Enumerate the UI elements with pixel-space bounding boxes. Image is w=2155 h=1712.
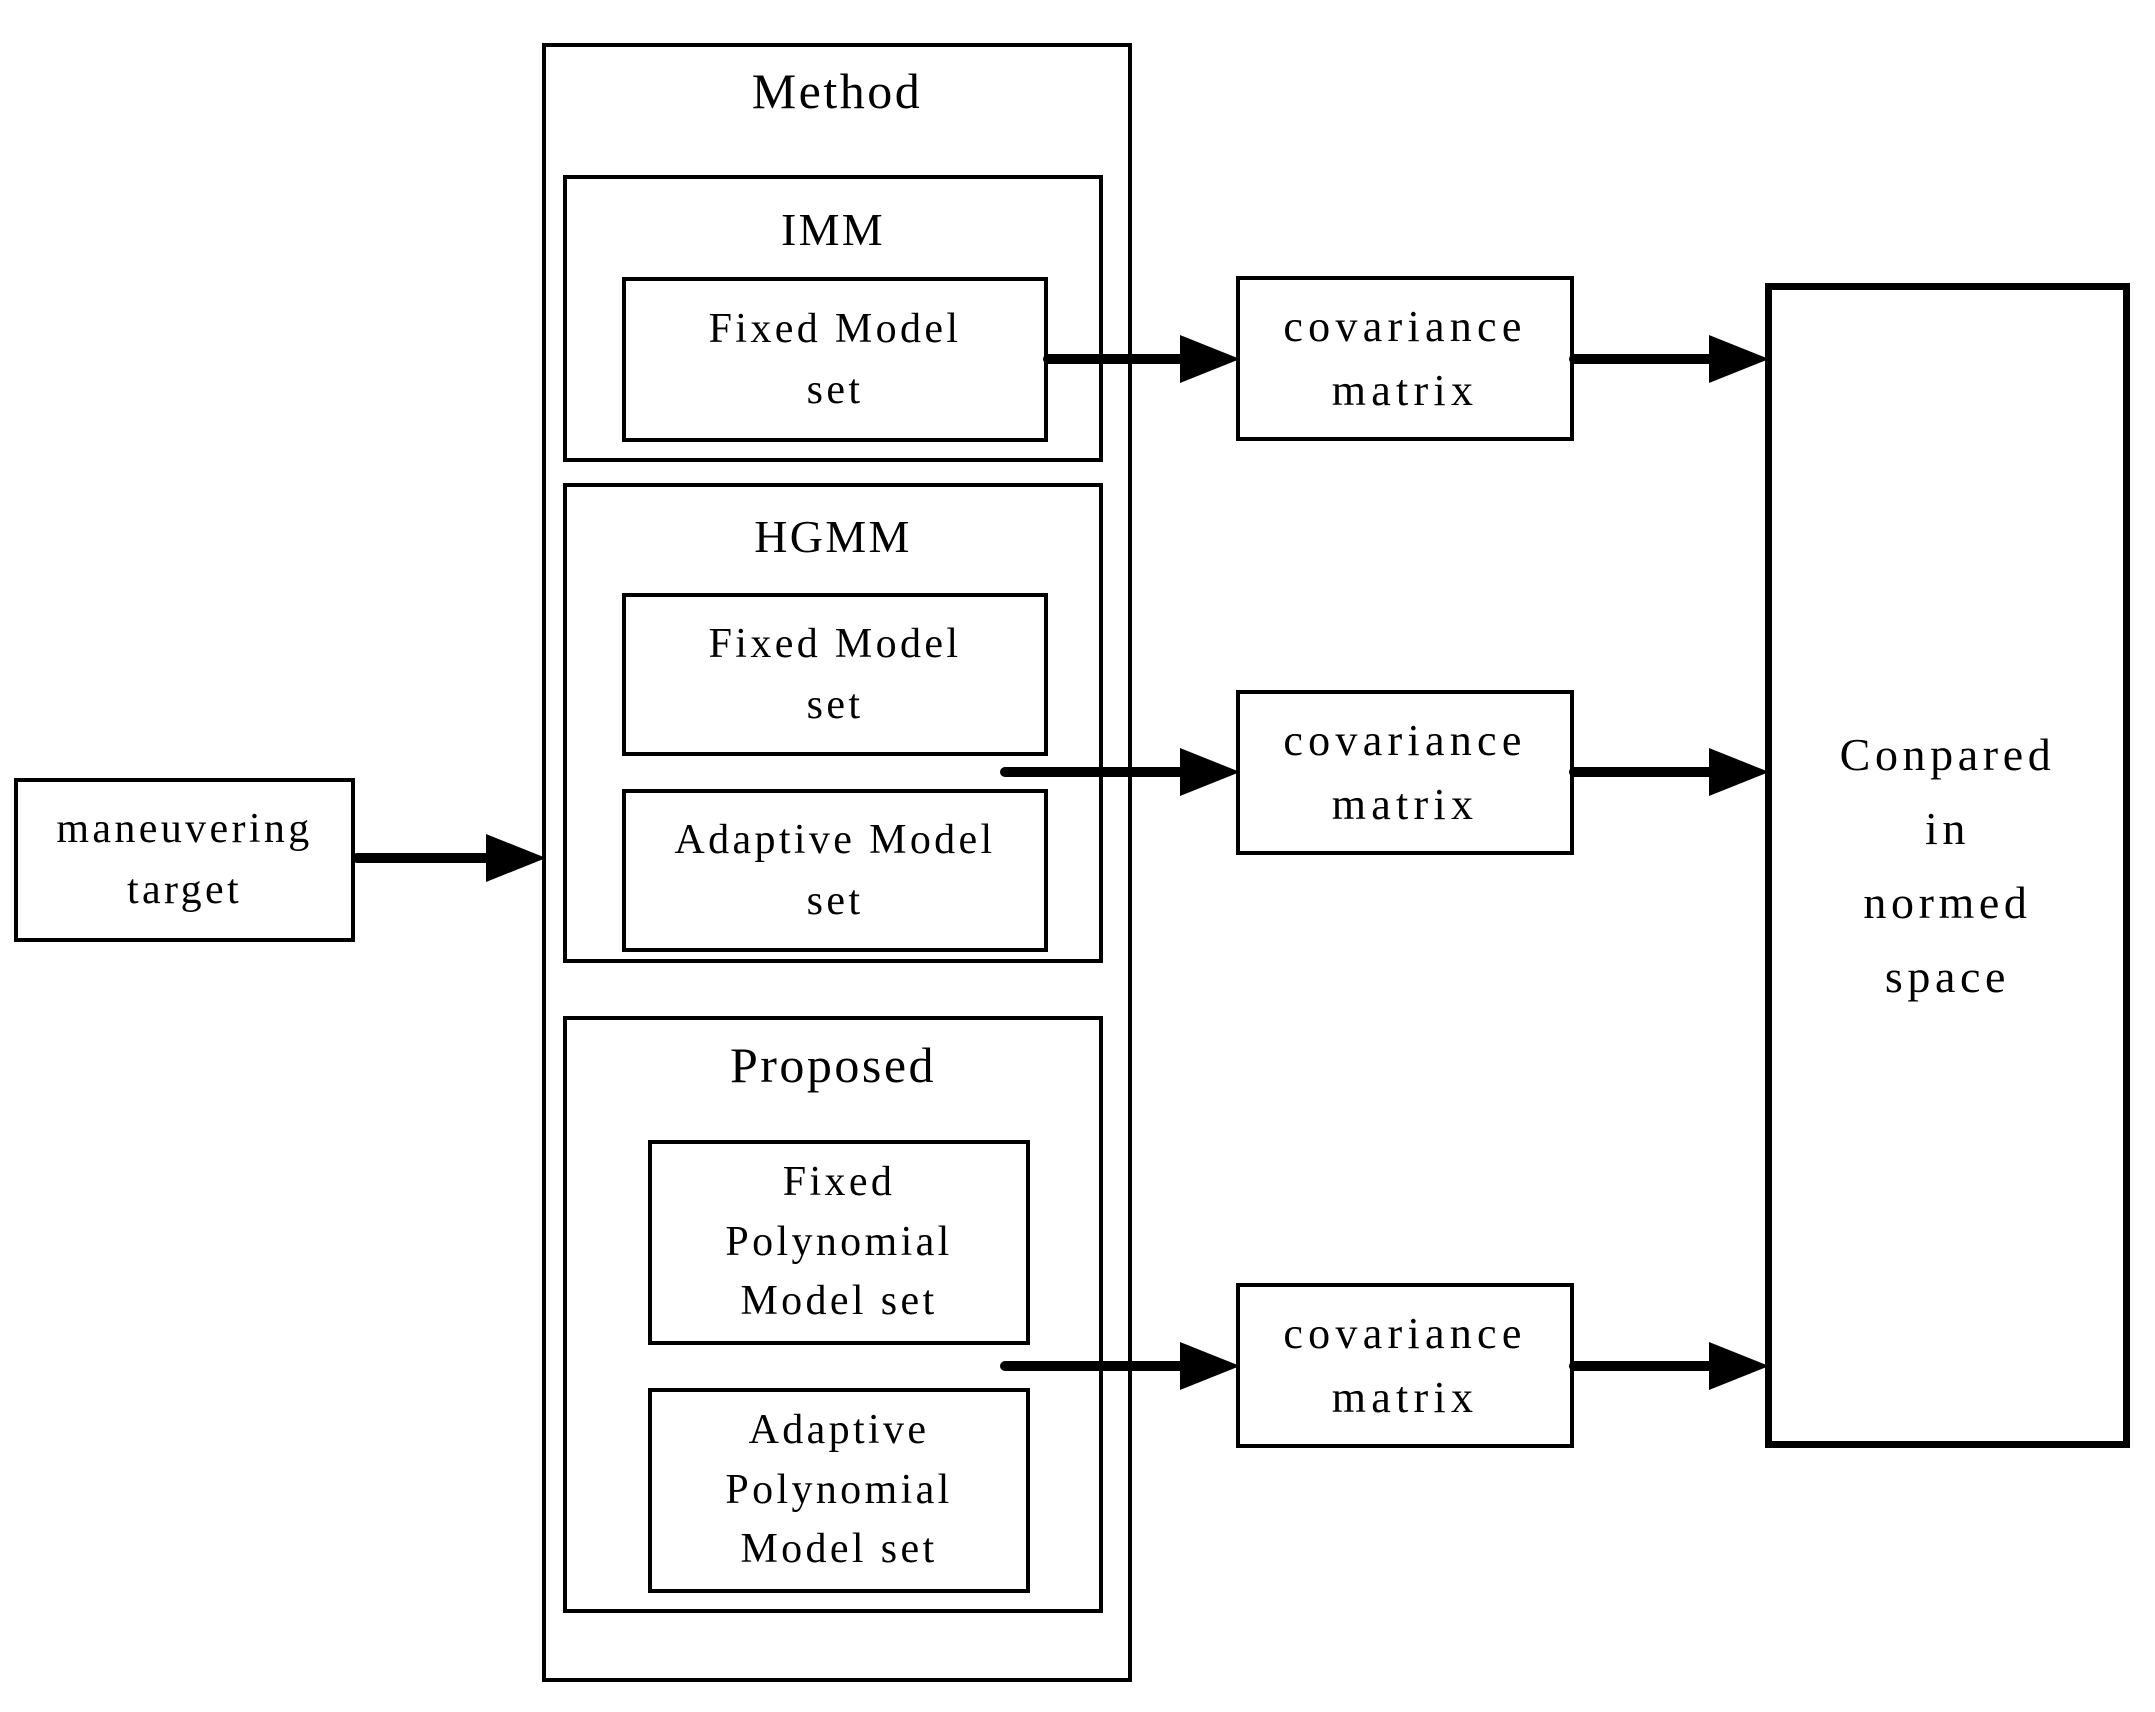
hgmm-fixed-model-set-box xyxy=(622,593,1048,756)
imm-title: IMM xyxy=(780,204,886,255)
hgmm-fixed-model-set-label: Fixed Model set xyxy=(708,620,962,728)
proposed-adaptive-polynomial-model-set-label: Adaptive Polynomial Model set xyxy=(725,1407,953,1573)
arrow-covariance-hgmm-to-compared xyxy=(1569,748,1769,796)
maneuvering-target-label: maneuvering target xyxy=(56,806,313,913)
arrow-maneuvering-to-method xyxy=(352,834,546,882)
hgmm-group-box xyxy=(563,483,1103,963)
compared-normed-space-box xyxy=(1765,283,2130,1448)
hgmm-title: HGMM xyxy=(754,511,912,562)
imm-fixed-model-set-label: Fixed Model set xyxy=(708,305,962,413)
proposed-title: Proposed xyxy=(729,1037,937,1093)
arrow-covariance-imm-to-compared xyxy=(1569,335,1769,383)
covariance-matrix-label-imm: covariance matrix xyxy=(1283,301,1527,415)
method-title: Method xyxy=(751,63,923,119)
arrow-covariance-proposed-to-compared xyxy=(1569,1342,1769,1390)
covariance-matrix-label-hgmm: covariance matrix xyxy=(1283,715,1527,829)
proposed-fixed-polynomial-model-set-box xyxy=(648,1140,1030,1345)
proposed-adaptive-polynomial-model-set-box xyxy=(648,1388,1030,1593)
proposed-fixed-polynomial-model-set-label: Fixed Polynomial Model set xyxy=(725,1159,953,1325)
imm-group-box xyxy=(563,175,1103,462)
hgmm-adaptive-model-set-label: Adaptive Model set xyxy=(674,816,996,924)
hgmm-adaptive-model-set-box xyxy=(622,789,1048,952)
covariance-matrix-label-proposed: covariance matrix xyxy=(1283,1308,1527,1422)
compared-normed-space-label: Conpared in normed space xyxy=(1839,728,2056,1002)
proposed-group-box xyxy=(563,1016,1103,1613)
